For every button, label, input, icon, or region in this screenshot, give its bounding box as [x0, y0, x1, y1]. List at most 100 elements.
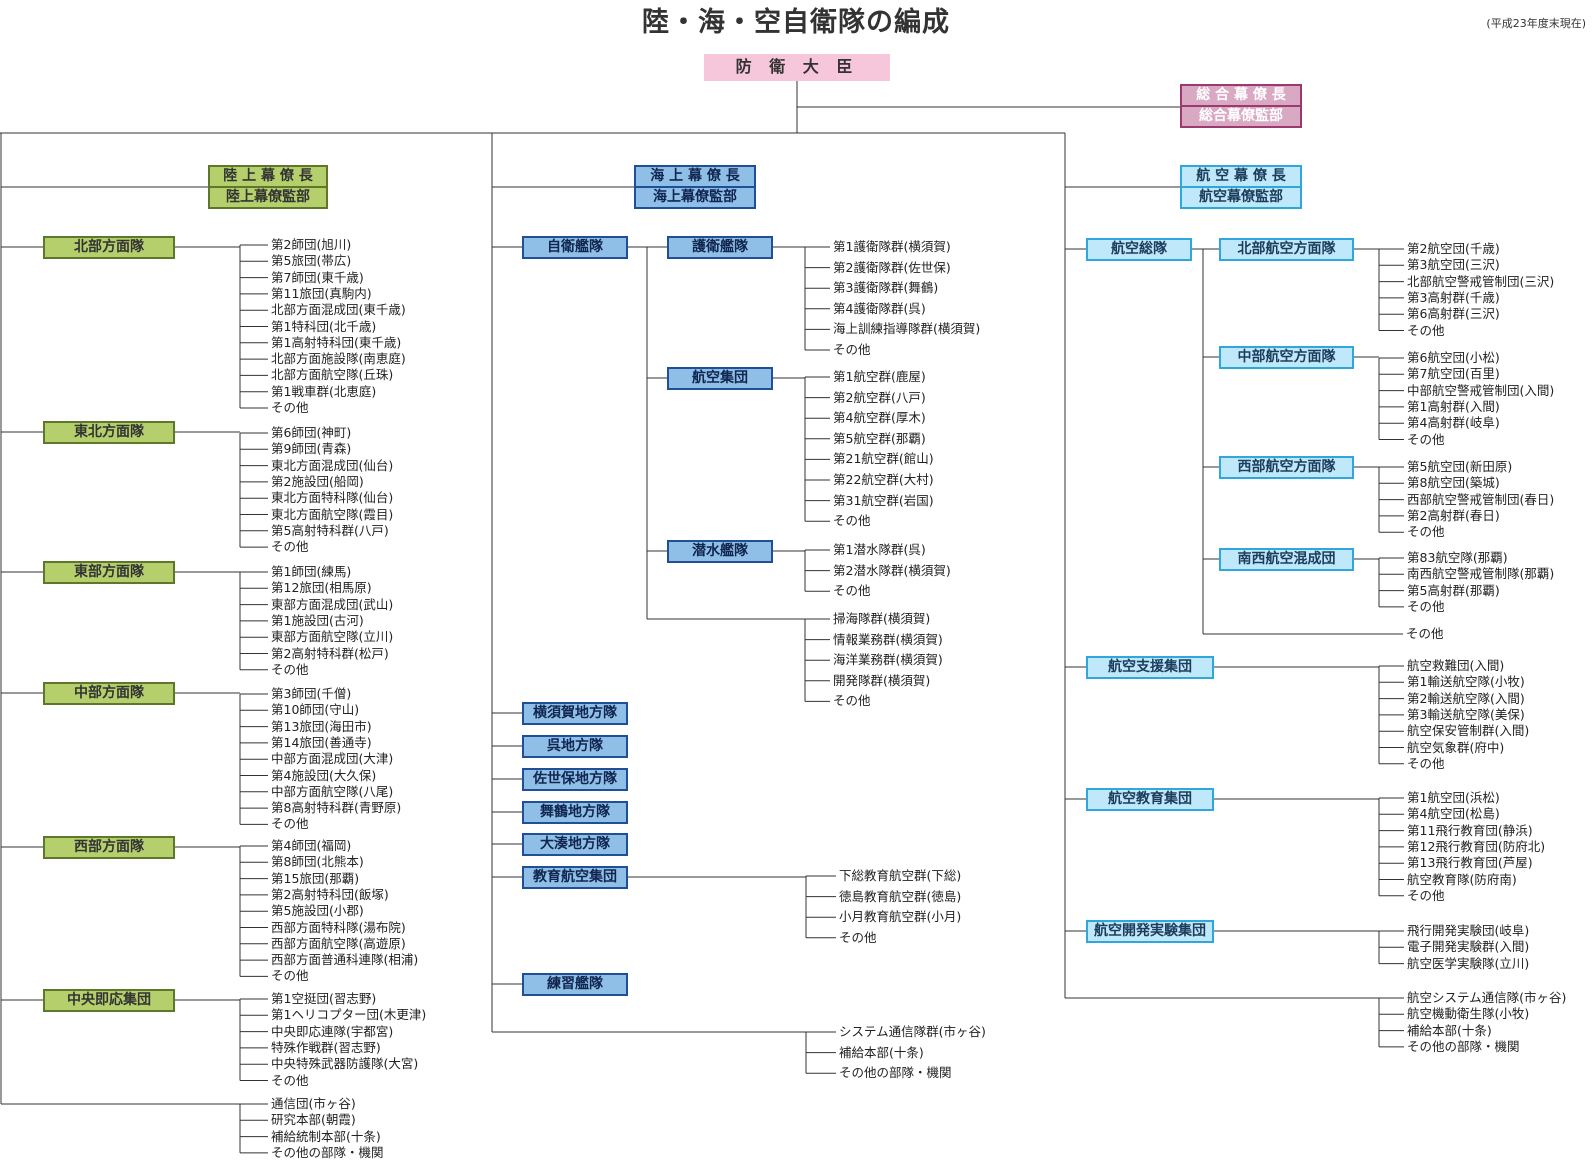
fleet-direct-item: 情報業務群(横須賀)	[833, 631, 943, 647]
air-command-unit-box: 北部航空方面隊	[1219, 238, 1354, 261]
army-unit: 中部方面混成団(大津)	[271, 751, 394, 767]
air-education-item: 第11飛行教育団(静浜)	[1407, 822, 1533, 838]
army-unit: 西部方面航空隊(高遊原)	[271, 935, 406, 951]
air-command-unit-item: 第6高射群(三沢)	[1407, 306, 1500, 322]
district-box: 呉地方隊	[522, 735, 628, 758]
fleet-unit-item: その他	[833, 342, 871, 357]
fleet-direct-item: 海洋業務群(横須賀)	[833, 652, 943, 668]
army-unit: 第9師団(青森)	[271, 441, 352, 457]
army-unit: 第8師団(北熊本)	[271, 854, 364, 870]
army-unit: 第2施設団(船岡)	[271, 473, 364, 489]
gsdf-chief: 陸 上 幕 僚 長	[208, 165, 328, 188]
fleet-unit-item: 第31航空群(岩国)	[833, 492, 934, 508]
army-unit: 東北方面航空隊(霞目)	[271, 506, 394, 522]
district-box: 佐世保地方隊	[522, 768, 628, 791]
fleet-box: 自衛艦隊	[522, 236, 628, 259]
air-command-unit-item: 第8航空団(築城)	[1407, 475, 1500, 491]
army-unit: 東部方面航空隊(立川)	[271, 629, 394, 645]
air-command-unit-item: 北部航空警戒管制団(三沢)	[1407, 273, 1555, 289]
air-command-unit-item: 第4高射群(岐阜)	[1407, 415, 1500, 431]
air-development-box: 航空開発実験集団	[1086, 920, 1214, 943]
army-unit: 第2高射特科団(飯塚)	[271, 886, 389, 902]
air-command-unit-box: 中部航空方面隊	[1219, 346, 1354, 369]
air-command-unit-item: 第2航空団(千歳)	[1407, 241, 1500, 256]
air-education-box: 航空教育集団	[1086, 788, 1214, 811]
fleet-unit-item: 第4護衛隊群(呉)	[833, 300, 926, 316]
army-unit: 第1空挺団(習志野)	[271, 991, 377, 1006]
army-box: 中部方面隊	[43, 682, 175, 705]
army-unit: 第11旅団(真駒内)	[271, 285, 372, 301]
msdf-education-box: 教育航空集団	[522, 866, 628, 889]
air-support-item: 第1輸送航空隊(小牧)	[1407, 674, 1525, 690]
army-unit: 第1師団(練馬)	[271, 564, 352, 579]
air-support-item: 第3輸送航空隊(美保)	[1407, 706, 1525, 722]
air-command-unit-box: 南西航空混成団	[1219, 548, 1354, 571]
army-unit: 第7師団(東千歳)	[271, 269, 364, 285]
air-support-item: 航空保安管制群(入間)	[1407, 723, 1530, 739]
fleet-unit-box: 潜水艦隊	[667, 540, 773, 563]
army-unit: 第5施設団(小郡)	[271, 903, 364, 919]
air-command-unit-item: 第6航空団(小松)	[1407, 350, 1500, 365]
army-unit: 第15旅団(那覇)	[271, 870, 360, 886]
fleet-direct-item: その他	[833, 693, 871, 709]
gsdf-other: 補給統制本部(十条)	[271, 1128, 381, 1144]
training-fleet-box: 練習艦隊	[522, 973, 628, 996]
army-unit: その他	[271, 1072, 309, 1088]
army-unit: 第1ヘリコプター団(木更津)	[271, 1007, 427, 1023]
air-education-item: その他	[1407, 887, 1445, 903]
air-command-unit-item: 第1高射群(入間)	[1407, 398, 1500, 414]
army-unit: その他	[271, 816, 309, 832]
army-unit: 特殊作戦群(習志野)	[271, 1039, 381, 1055]
district-box: 舞鶴地方隊	[522, 801, 628, 824]
army-unit: 北部方面施設隊(南恵庭)	[271, 351, 406, 367]
army-unit: 第4施設団(大久保)	[271, 767, 377, 783]
msdf-other: その他の部隊・機関	[839, 1065, 952, 1081]
air-support-item: 航空気象群(府中)	[1407, 739, 1505, 755]
fleet-unit-item: 第2潜水隊群(横須賀)	[833, 562, 951, 578]
air-command-unit-item: その他	[1407, 598, 1445, 614]
fleet-unit-item: 第2航空群(八戸)	[833, 389, 926, 405]
air-command-unit-item: 西部航空警戒管制団(春日)	[1407, 491, 1555, 507]
air-support-item: その他	[1407, 755, 1445, 771]
army-unit: 中央特殊武器防護隊(大宮)	[271, 1056, 419, 1072]
air-education-item: 第4航空団(松島)	[1407, 806, 1500, 822]
fleet-unit-item: その他	[833, 583, 871, 599]
msdf-other: 補給本部(十条)	[839, 1044, 924, 1060]
army-unit: 東部方面混成団(武山)	[271, 596, 394, 612]
army-unit: 第5旅団(帯広)	[271, 253, 352, 269]
msdf-other: システム通信隊群(市ヶ谷)	[839, 1024, 986, 1039]
army-unit: 第1施設団(古河)	[271, 612, 364, 628]
msdf-education-item: その他	[839, 929, 877, 945]
asdf-chief: 航 空 幕 僚 長	[1180, 165, 1302, 188]
army-unit: 第3師団(千僧)	[271, 686, 352, 701]
army-unit: 中央即応連隊(宇都宮)	[271, 1023, 394, 1039]
army-unit: 第13旅団(海田市)	[271, 718, 372, 734]
fleet-unit-box: 護衛艦隊	[667, 236, 773, 259]
army-unit: その他	[271, 400, 309, 415]
gsdf-other: その他の部隊・機関	[271, 1144, 384, 1160]
air-command-unit-item: 第7航空団(百里)	[1407, 366, 1500, 382]
air-support-item: 航空救難団(入間)	[1407, 658, 1505, 673]
army-unit: 第8高射特科群(青野原)	[271, 800, 402, 816]
asdf-other: 補給本部(十条)	[1407, 1022, 1492, 1038]
fleet-unit-item: 第1護衛隊群(横須賀)	[833, 239, 951, 254]
air-development-item: 飛行開発実験団(岐阜)	[1407, 923, 1530, 938]
air-command-unit-item: 南西航空警戒管制隊(那覇)	[1407, 566, 1555, 582]
air-command-unit-item: その他	[1407, 322, 1445, 338]
army-box: 北部方面隊	[43, 236, 175, 259]
fleet-unit-box: 航空集団	[667, 367, 773, 390]
fleet-unit-item: 第2護衛隊群(佐世保)	[833, 259, 951, 275]
air-command-unit-item: 第3航空団(三沢)	[1407, 257, 1500, 273]
joint-staff-office: 総合幕僚監部	[1180, 105, 1302, 128]
gsdf-other: 研究本部(朝霞)	[271, 1112, 356, 1128]
minister-box: 防 衛 大 臣	[704, 54, 890, 81]
asdf-other: その他の部隊・機関	[1407, 1038, 1520, 1054]
army-unit: 東北方面混成団(仙台)	[271, 457, 394, 473]
army-unit: 第1高射特科団(東千歳)	[271, 334, 402, 350]
fleet-unit-item: 第21航空群(館山)	[833, 451, 934, 467]
fleet-unit-item: 第1潜水隊群(呉)	[833, 542, 926, 557]
air-education-item: 第13飛行教育団(芦屋)	[1407, 855, 1533, 871]
air-command-unit-item: 第83航空隊(那覇)	[1407, 550, 1508, 565]
msdf-education-item: 下総教育航空群(下総)	[839, 868, 962, 883]
